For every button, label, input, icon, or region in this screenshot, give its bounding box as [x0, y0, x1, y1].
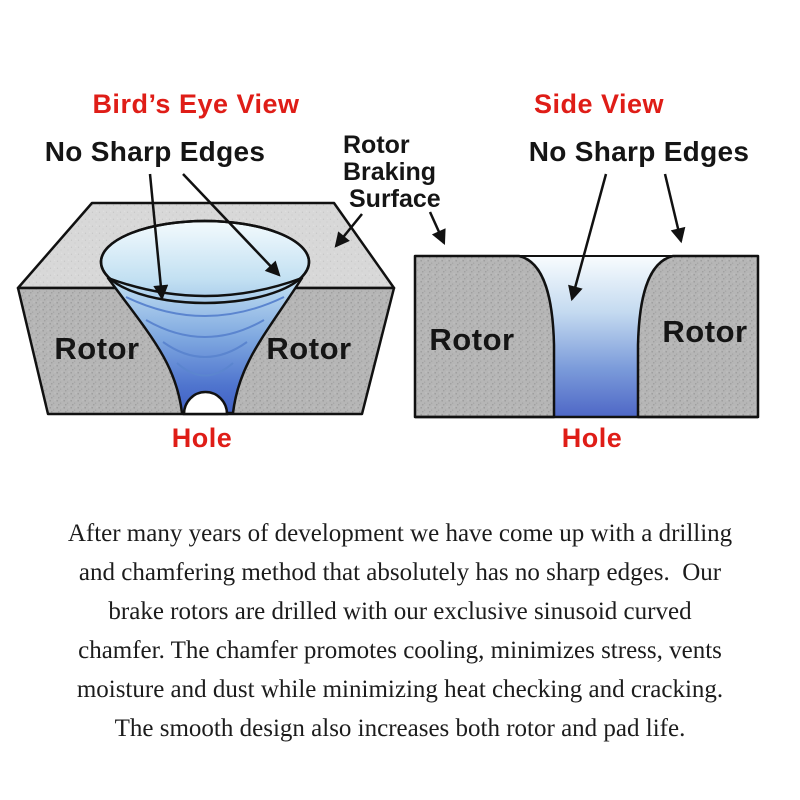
paragraph-line: and chamfering method that absolutely ha… [78, 559, 722, 586]
callout-arrows [148, 173, 686, 302]
side-rotor-right [636, 254, 760, 419]
braking-surface-line2: Braking [343, 158, 436, 186]
paragraph-line: moisture and dust while minimizing heat … [76, 676, 724, 703]
rotor-label-left: Rotor [54, 331, 139, 366]
hole-exit-notch [182, 390, 229, 416]
braking-surface-line3: Surface [349, 185, 441, 213]
arrow-no-sharp-right-1 [568, 173, 608, 302]
no-sharp-edges-right-label: No Sharp Edges [529, 136, 749, 167]
side-view-title: Side View [534, 89, 665, 119]
rotor-label-right: Rotor [662, 314, 747, 349]
description-paragraph: After many years of development we have … [0, 514, 800, 748]
no-sharp-edges-left-label: No Sharp Edges [45, 136, 265, 167]
paragraph-line: After many years of development we have … [67, 520, 733, 547]
side-view-illustration: Rotor Rotor Hole [413, 254, 760, 453]
rotor-diagram: Rotor Rotor Hole Rotor Rotor Hole [16, 89, 760, 453]
side-rotor-left [413, 254, 556, 419]
arrow-no-sharp-left-2 [182, 173, 281, 277]
rotor-label-right: Rotor [266, 331, 351, 366]
birds-eye-title: Bird’s Eye View [92, 89, 300, 119]
braking-surface-line1: Rotor [343, 131, 410, 159]
arrow-no-sharp-left-1 [148, 173, 169, 301]
sinusoid-contours [125, 296, 285, 377]
chamfer-rim [99, 219, 311, 305]
paragraph-line: chamfer. The chamfer promotes cooling, m… [78, 637, 722, 664]
arrow-braking-surface-left [334, 213, 363, 248]
chamfer-funnel [106, 276, 304, 415]
diagram-canvas: Rotor Rotor Hole Rotor Rotor Hole [16, 89, 760, 453]
paragraph-line: brake rotors are drilled with our exclus… [108, 598, 692, 625]
birds-eye-illustration: Rotor Rotor Hole [16, 201, 396, 453]
rotor-label-left: Rotor [429, 322, 514, 357]
arrow-no-sharp-right-2 [663, 173, 686, 244]
braking-surface-label: Rotor Braking Surface [343, 131, 441, 213]
hole-label-left: Hole [172, 423, 233, 453]
arrow-braking-surface-right [428, 211, 446, 246]
paragraph-line: The smooth design also increases both ro… [114, 715, 686, 742]
hole-label-right: Hole [562, 423, 623, 453]
